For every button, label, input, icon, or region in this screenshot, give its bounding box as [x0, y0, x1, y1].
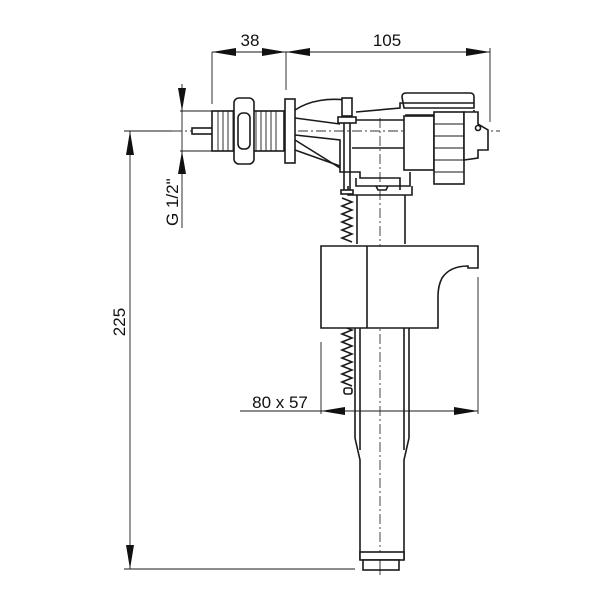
- dimension-height: 225: [110, 130, 355, 570]
- adjustment-rod: [337, 97, 357, 195]
- dimension-105-label: 105: [373, 31, 401, 50]
- height-225-label: 225: [110, 308, 129, 336]
- thread-size-label: G 1/2": [163, 178, 182, 226]
- dimension-thread: G 1/2": [163, 84, 212, 228]
- float: [320, 245, 479, 329]
- float-size-label: 80 x 57: [252, 393, 308, 412]
- center-lines: [172, 118, 500, 575]
- dimension-top: 38 105: [211, 31, 491, 122]
- dimension-38-label: 38: [241, 31, 260, 50]
- inlet-shank: [191, 97, 296, 165]
- dimension-float: 80 x 57: [240, 277, 479, 415]
- valve-housing: [294, 92, 489, 196]
- main-tube: [354, 195, 410, 571]
